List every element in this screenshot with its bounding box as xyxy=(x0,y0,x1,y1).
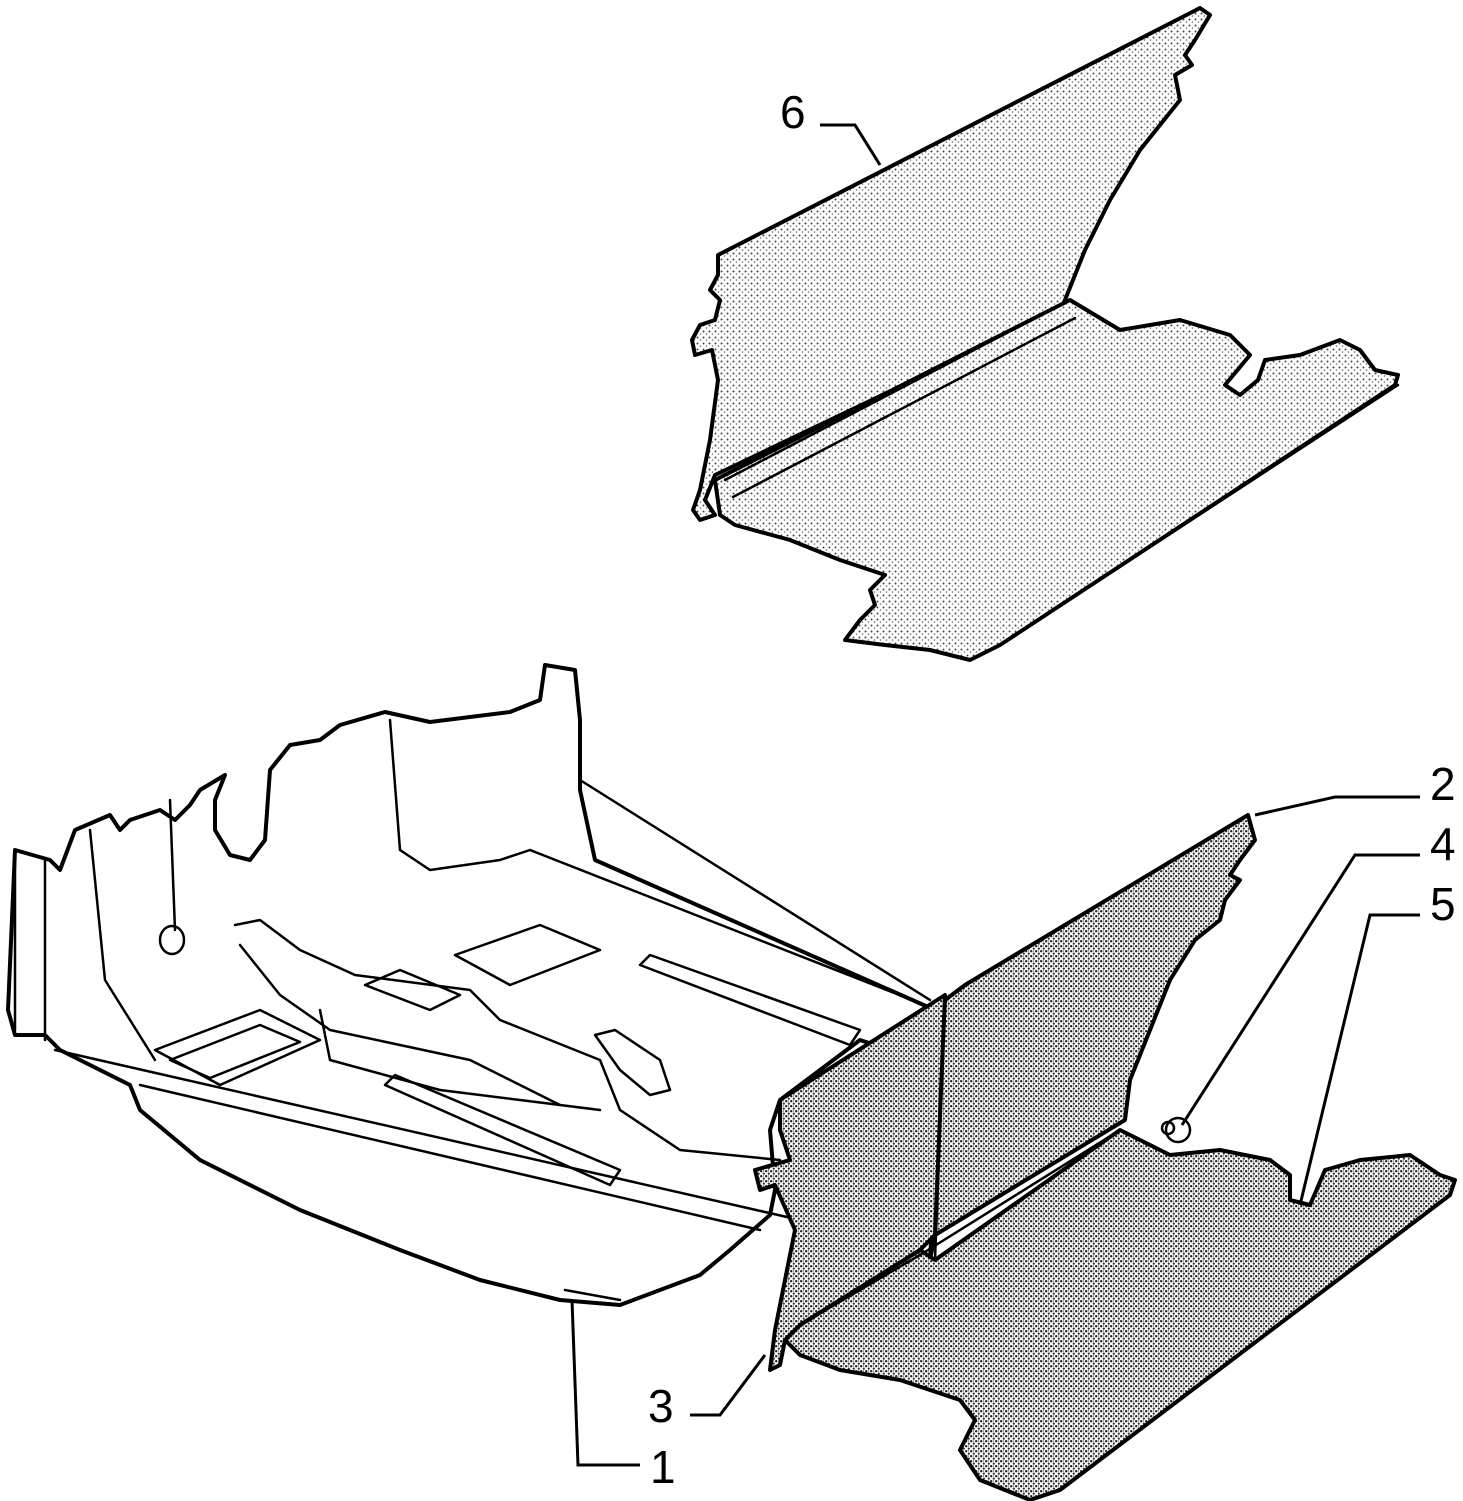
callout-6: 6 xyxy=(780,86,806,138)
callout-4: 4 xyxy=(1430,818,1456,870)
leader-1 xyxy=(570,1299,640,1467)
callout-5: 5 xyxy=(1430,878,1456,930)
clip-part-4 xyxy=(1160,1116,1192,1144)
leader-3 xyxy=(690,1354,767,1417)
callout-1: 1 xyxy=(650,1441,676,1493)
leader-6 xyxy=(820,123,882,166)
carpet-lower-part-2 xyxy=(753,813,1457,1501)
leader-2 xyxy=(1254,795,1420,817)
floor-tray-part-1 xyxy=(6,663,937,1307)
callout-labels: 1 2 3 4 5 6 xyxy=(648,86,1456,1493)
carpet-upper-part-6 xyxy=(690,6,1400,662)
leader-5 xyxy=(1298,913,1420,1206)
leader-4 xyxy=(1180,853,1420,1126)
callout-3: 3 xyxy=(648,1380,674,1432)
leader-lines xyxy=(570,123,1420,1467)
callout-2: 2 xyxy=(1430,758,1456,810)
